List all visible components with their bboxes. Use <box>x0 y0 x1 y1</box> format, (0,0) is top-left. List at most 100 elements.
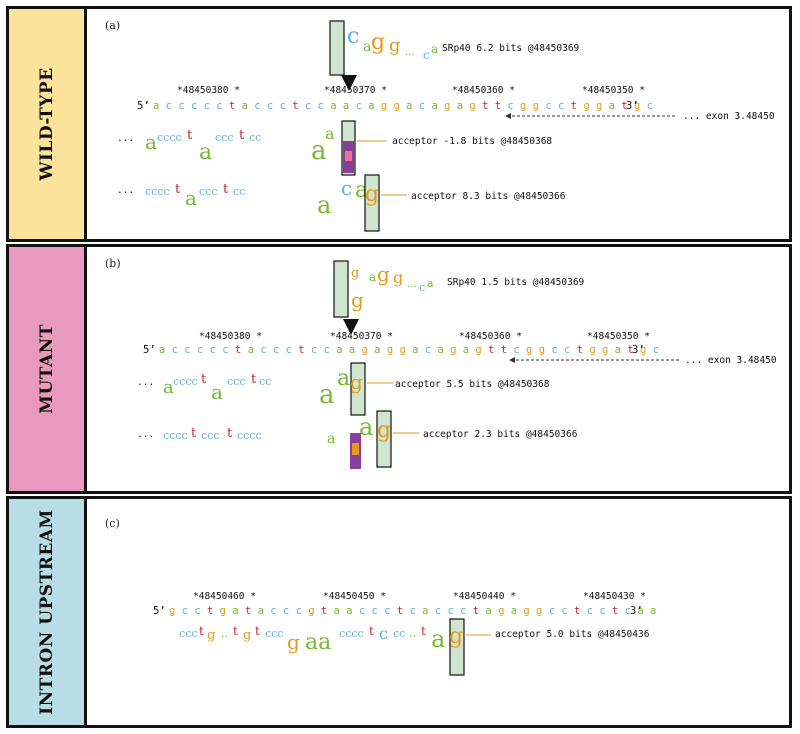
svg-text:t: t <box>421 624 426 638</box>
coord-label: *48450430 * <box>583 591 646 602</box>
svg-text:g: g <box>350 370 363 394</box>
svg-text:g: g <box>207 628 215 643</box>
seq-5prime: 5’ <box>137 100 150 112</box>
svg-text:g: g <box>371 30 385 55</box>
svg-text:cc: cc <box>233 185 245 198</box>
seq-3prime: 3’ <box>632 344 645 356</box>
svg-text:t: t <box>199 624 204 638</box>
seq-5prime: 5’ <box>143 344 156 356</box>
coordinate-ruler: *48450380 * *48450370 * *48450360 * *484… <box>177 85 645 96</box>
svg-text:a: a <box>325 124 335 143</box>
acceptor-logo-2: cccc t ccc t cccc a a g <box>163 410 419 469</box>
svg-text:a: a <box>359 413 373 441</box>
svg-text:g: g <box>287 630 300 654</box>
svg-text:cccc: cccc <box>157 131 182 144</box>
svg-text:aa: aa <box>305 630 331 655</box>
side-label: INTRON UPSTREAM <box>36 509 57 715</box>
exon-label: ... exon 3.48450 <box>683 111 775 122</box>
svg-text:ccc: ccc <box>201 429 219 442</box>
coord-label: *48450370 * <box>330 331 393 342</box>
svg-text:a: a <box>337 366 350 391</box>
srp40-logo: g g a g g ... c a <box>333 260 434 318</box>
seq-5prime: 5’ <box>153 605 166 617</box>
ellipsis: ... <box>117 133 134 144</box>
svg-text:g: g <box>243 628 251 643</box>
panel-mutant: MUTANT (b) g g a g g ... c a SRp40 1.5 b… <box>6 244 792 494</box>
side-label-box: INTRON UPSTREAM <box>9 499 87 725</box>
svg-text:cc: cc <box>393 627 405 640</box>
svg-text:a: a <box>319 380 335 410</box>
svg-text:g: g <box>389 35 401 56</box>
svg-text:t: t <box>369 624 374 638</box>
panel-intron-upstream: INTRON UPSTREAM (c) *48450460 * *4845045… <box>6 496 792 728</box>
svg-text:..: .. <box>221 627 228 640</box>
exon-label: ... exon 3.48450 <box>685 355 777 366</box>
panel-letter: (b) <box>105 257 121 270</box>
svg-text:t: t <box>227 426 233 441</box>
svg-text:t: t <box>233 624 238 638</box>
svg-text:g: g <box>351 266 359 281</box>
svg-text:t: t <box>223 182 229 197</box>
walker-diagram-a: (a) c a g g ... c a SRp40 6.2 bits @4845… <box>105 19 775 232</box>
side-label-box: WILD-TYPE <box>9 9 87 239</box>
svg-text:cccc: cccc <box>237 429 262 442</box>
acceptor-2-label: acceptor 2.3 bits @48450366 <box>423 429 578 440</box>
panel-wild-type: WILD-TYPE (a) c a g g ... c a SRp40 6.2 … <box>6 6 792 242</box>
svg-text:a: a <box>327 431 335 447</box>
coord-label: *48450460 * <box>193 591 256 602</box>
side-label: WILD-TYPE <box>36 67 57 181</box>
coord-label: *48450450 * <box>323 591 386 602</box>
srp40-label: SRp40 1.5 bits @48450369 <box>447 277 585 288</box>
acceptor-1-label: acceptor -1.8 bits @48450368 <box>392 136 552 147</box>
svg-text:g: g <box>365 182 379 207</box>
acceptor-logo-1: a cccc t a ccc t cc a a g <box>163 362 393 416</box>
ellipsis: ... <box>117 185 134 196</box>
seq-3prime: 3’ <box>630 605 643 617</box>
dna-sequence: g c c t g a t a c c c g t a a c c c t c … <box>169 605 656 617</box>
svg-text:...: ... <box>407 279 417 290</box>
acceptor-logo-c: ccc t g .. t g t ccc g aa cccc t c cc ..… <box>179 618 491 676</box>
coord-label: *48450440 * <box>453 591 516 602</box>
svg-text:g: g <box>351 288 364 312</box>
acceptor-1-label: acceptor 5.5 bits @48450368 <box>395 379 550 390</box>
svg-text:t: t <box>251 372 257 387</box>
svg-text:a: a <box>163 377 174 398</box>
svg-text:...: ... <box>405 47 415 58</box>
svg-text:g: g <box>449 624 463 649</box>
svg-text:c: c <box>347 24 359 49</box>
srp40-label: SRp40 6.2 bits @48450369 <box>442 43 580 54</box>
svg-text:a: a <box>369 270 376 284</box>
coord-label: *48450350 * <box>587 331 650 342</box>
side-label: MUTANT <box>36 324 57 414</box>
exon-arrowhead <box>509 357 515 363</box>
coordinate-ruler: *48450460 * *48450450 * *48450440 * *484… <box>193 591 646 602</box>
svg-text:a: a <box>211 380 223 404</box>
svg-text:c: c <box>379 624 388 643</box>
svg-text:cc: cc <box>249 131 261 144</box>
svg-text:a: a <box>145 130 157 154</box>
svg-text:t: t <box>187 128 193 143</box>
svg-text:ccc: ccc <box>227 375 245 388</box>
walker-diagram-b: (b) g g a g g ... c a SRp40 1.5 bits @48… <box>105 257 777 469</box>
coord-label: *48450380 * <box>177 85 240 96</box>
svg-text:..: .. <box>409 627 416 640</box>
svg-text:c: c <box>341 176 352 200</box>
svg-text:cccc: cccc <box>163 429 188 442</box>
svg-text:t: t <box>191 426 197 441</box>
svg-text:ccc: ccc <box>179 627 197 640</box>
svg-text:a: a <box>199 140 212 165</box>
svg-text:cc: cc <box>259 375 271 388</box>
svg-text:g: g <box>393 268 403 287</box>
svg-text:ccc: ccc <box>199 185 217 198</box>
svg-text:a: a <box>317 191 331 219</box>
exon-arrowhead <box>505 113 511 119</box>
svg-text:t: t <box>239 128 245 143</box>
svg-text:cccc: cccc <box>173 375 198 388</box>
svg-text:cccc: cccc <box>339 627 364 640</box>
coord-label: *48450370 * <box>324 85 387 96</box>
svg-text:t: t <box>175 182 181 197</box>
svg-text:a: a <box>431 625 445 653</box>
seq-3prime: 3’ <box>626 100 639 112</box>
acceptor-2-label: acceptor 8.3 bits @48450366 <box>411 191 566 202</box>
svg-text:ccc: ccc <box>215 131 233 144</box>
